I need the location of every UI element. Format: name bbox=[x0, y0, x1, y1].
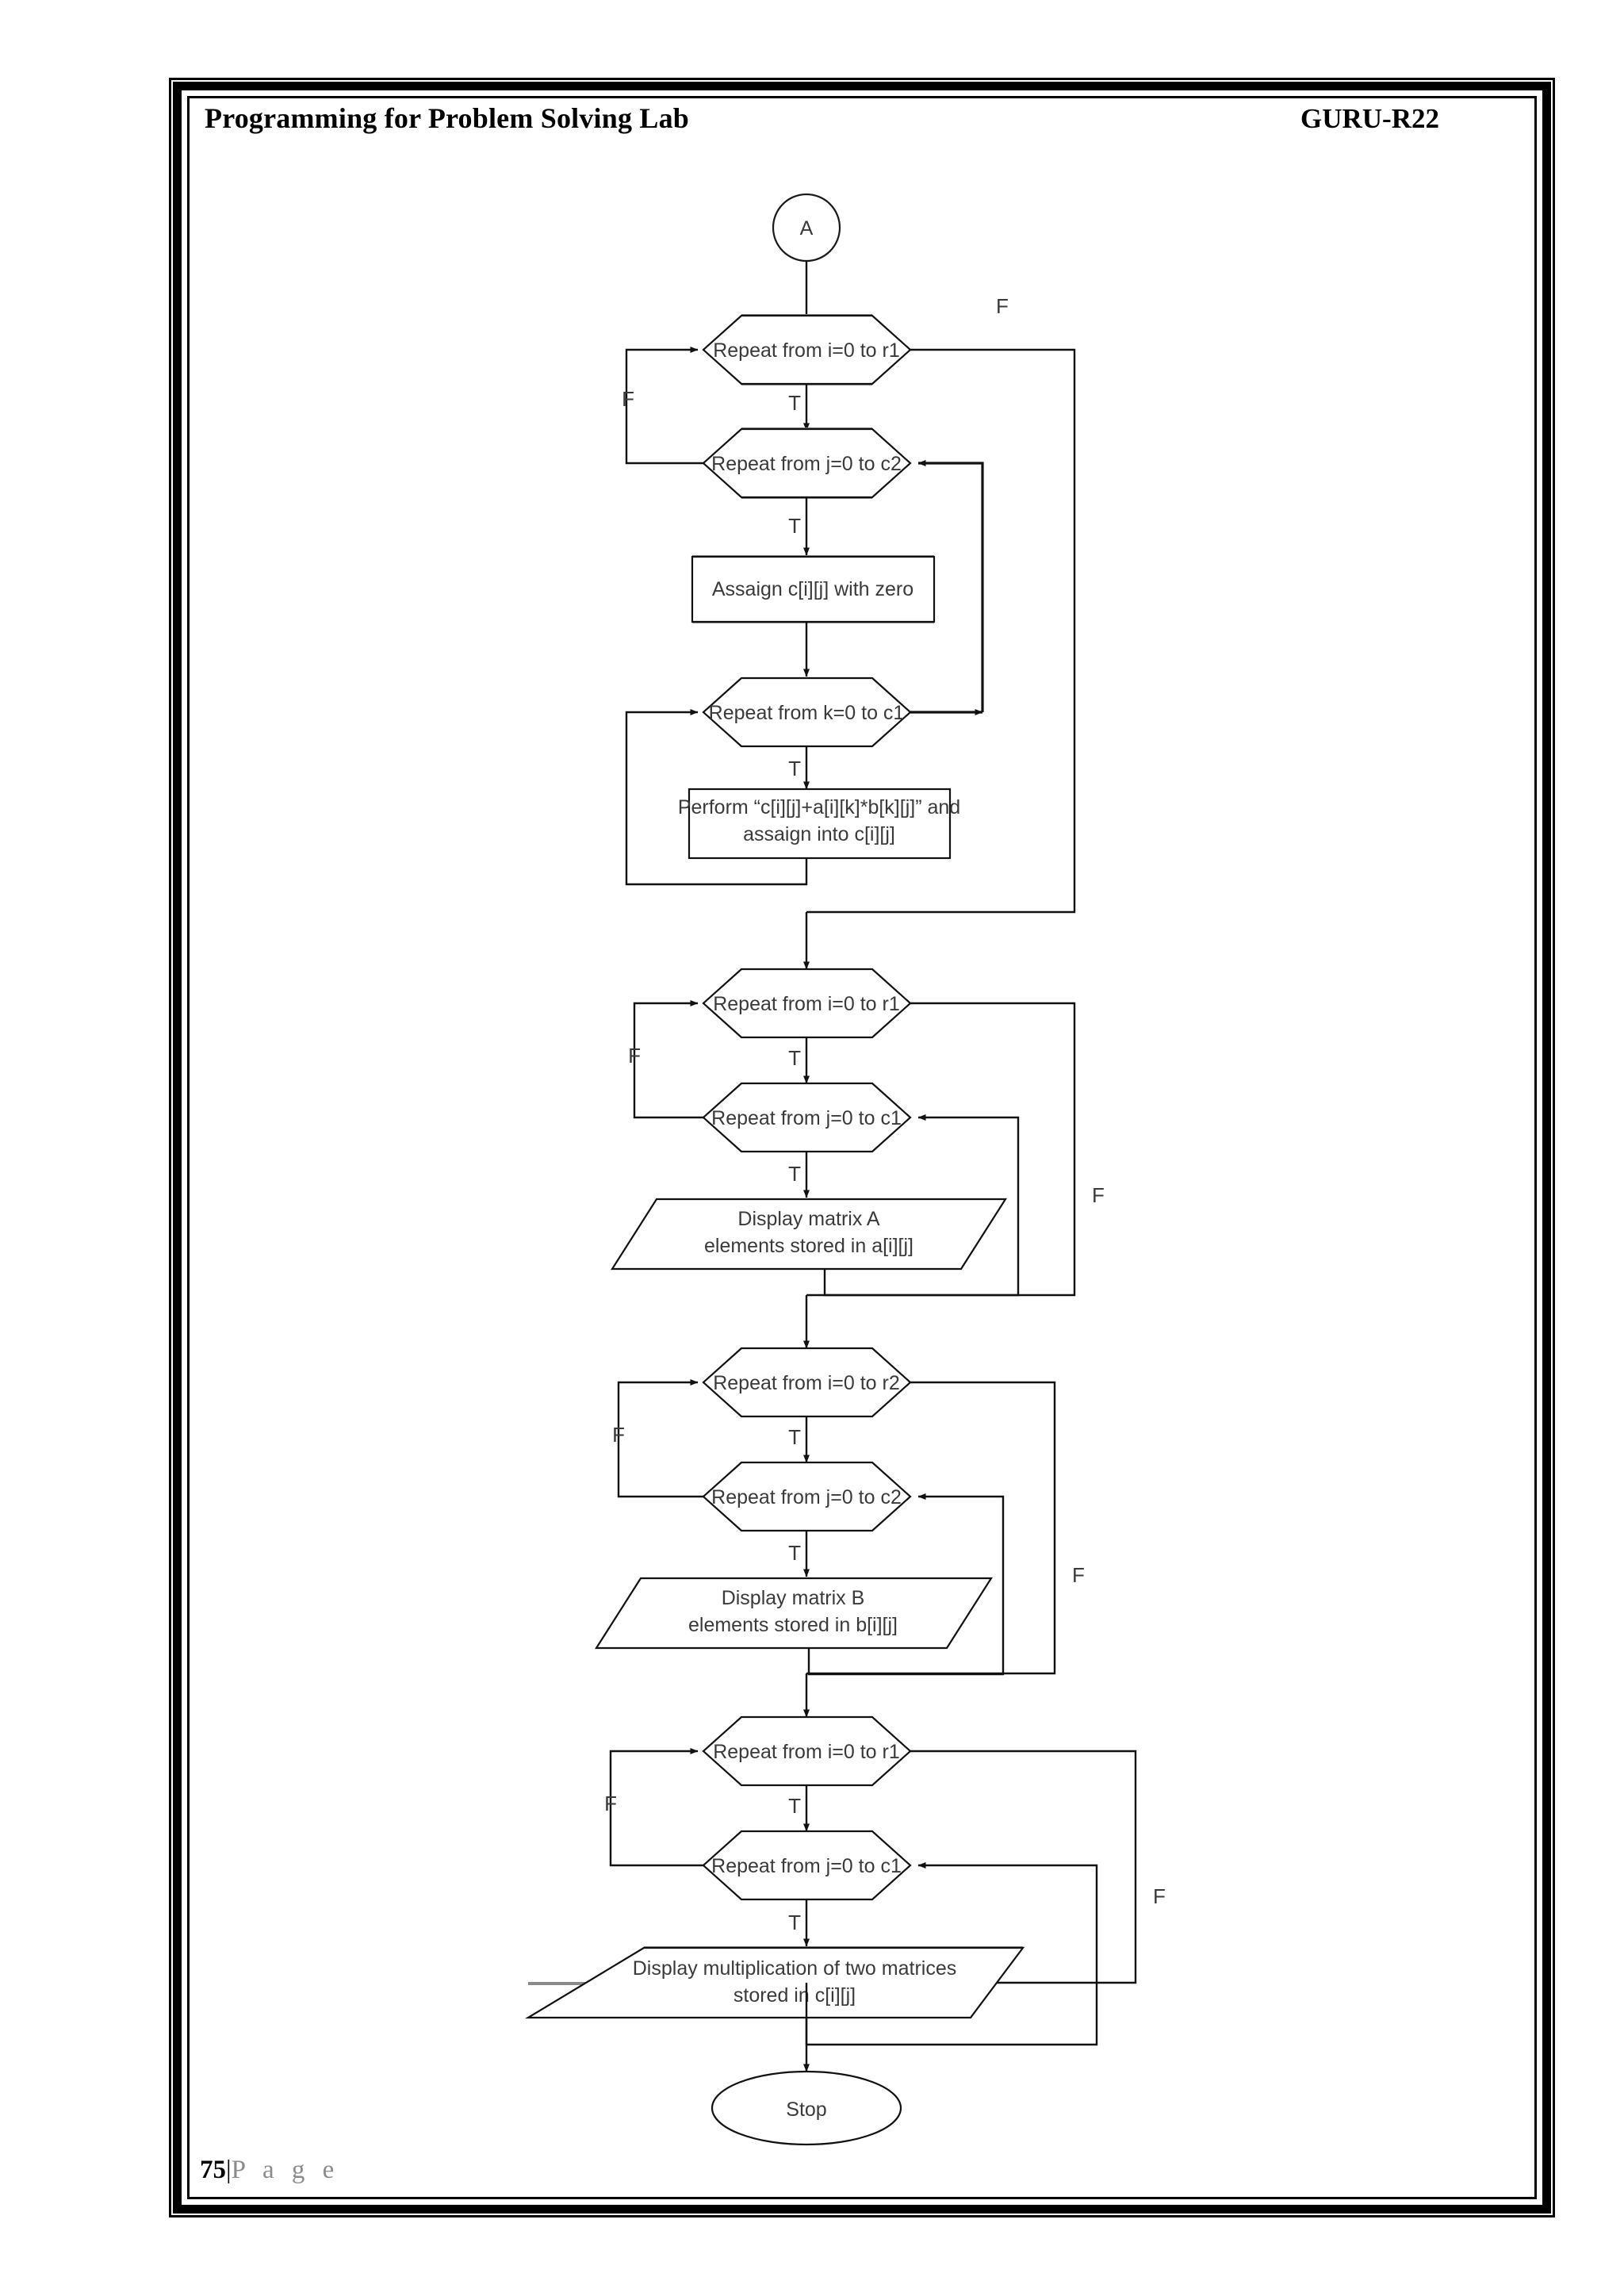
node-loop-i1 bbox=[702, 314, 912, 385]
edge-label-t5: T bbox=[788, 1162, 801, 1186]
edge-loop-j1-false bbox=[625, 347, 703, 465]
node-display-matrix-a-line1: Display matrix A bbox=[737, 1208, 880, 1230]
edge-label-f5: F bbox=[612, 1423, 625, 1447]
node-perform-mac bbox=[688, 788, 952, 860]
edge-perform-to-loop-k bbox=[625, 709, 808, 886]
node-loop-k-label: Repeat from k=0 to c1 bbox=[709, 702, 905, 724]
page-border-thick bbox=[173, 82, 1551, 2214]
node-terminator-stop-label: Stop bbox=[786, 2099, 826, 2121]
node-loop-j2-label: Repeat from j=0 to c1 bbox=[711, 1107, 902, 1129]
edge-label-t3: T bbox=[788, 757, 801, 780]
footer-separator: | bbox=[226, 2156, 232, 2184]
page-footer: 75|P a g e bbox=[200, 2156, 339, 2185]
node-display-matrix-a-line2: elements stored in a[i][j] bbox=[704, 1235, 914, 1257]
page-header-code: GURU-R22 bbox=[1300, 103, 1439, 134]
edge-label-t4: T bbox=[788, 1046, 801, 1070]
node-perform-mac-line1: Perform “c[i][j]+a[i][k]*b[k][j]” and bbox=[678, 796, 960, 818]
node-assign-zero-label: Assaign c[i][j] with zero bbox=[712, 578, 914, 600]
node-loop-i4 bbox=[702, 1715, 912, 1787]
node-display-matrix-a bbox=[610, 1198, 1008, 1271]
edge-label-f3: F bbox=[628, 1044, 641, 1068]
node-loop-i4-label: Repeat from i=0 to r1 bbox=[713, 1741, 900, 1763]
page-border-outer bbox=[169, 78, 1555, 2217]
edge-display-a-to-loop-j2 bbox=[823, 1114, 1020, 1297]
edge-loop-j3-false bbox=[617, 1379, 703, 1498]
edge-label-f2: F bbox=[622, 387, 634, 411]
node-loop-k bbox=[702, 677, 912, 748]
edge-label-f4: F bbox=[1092, 1183, 1105, 1207]
page-header-title: Programming for Problem Solving Lab bbox=[205, 102, 690, 134]
node-display-product-line2: stored in c[i][j] bbox=[733, 1984, 856, 2007]
node-display-product bbox=[525, 1946, 1025, 2019]
edge-label-f8: F bbox=[1153, 1884, 1166, 1908]
node-loop-j1-label: Repeat from j=0 to c2 bbox=[711, 453, 902, 475]
edge-display-b-to-loop-j3 bbox=[807, 1493, 1005, 1676]
edge-label-f6: F bbox=[1072, 1563, 1085, 1587]
node-loop-i3 bbox=[702, 1347, 912, 1418]
node-display-product-line1: Display multiplication of two matrices bbox=[633, 1957, 956, 1980]
node-terminator-stop bbox=[710, 2070, 902, 2146]
node-loop-j3-label: Repeat from j=0 to c2 bbox=[711, 1486, 902, 1508]
edge-label-t2: T bbox=[788, 514, 801, 538]
node-loop-i1-label: Repeat from i=0 to r1 bbox=[713, 339, 900, 362]
edge-label-t8: T bbox=[788, 1794, 801, 1818]
edge-label-t6: T bbox=[788, 1425, 801, 1449]
node-connector-a-label: A bbox=[800, 217, 814, 240]
node-display-matrix-b-line1: Display matrix B bbox=[722, 1587, 865, 1609]
node-perform-mac-line2: assaign into c[i][j] bbox=[743, 823, 895, 845]
edge-label-t9: T bbox=[788, 1911, 801, 1934]
edge-label-f1: F bbox=[996, 294, 1009, 318]
edge-label-f7: F bbox=[604, 1792, 617, 1815]
footer-page-number: 75 bbox=[200, 2156, 226, 2184]
node-loop-i2-label: Repeat from i=0 to r1 bbox=[713, 993, 900, 1015]
node-display-matrix-b-line2: elements stored in b[i][j] bbox=[688, 1614, 898, 1636]
edge-loop-i1-false bbox=[806, 348, 1076, 914]
node-loop-i2 bbox=[702, 968, 912, 1039]
footer-page-word: P a g e bbox=[231, 2156, 340, 2184]
page-border-inner bbox=[187, 96, 1537, 2199]
edge-loop-k-false-riser bbox=[917, 460, 984, 712]
node-assign-zero bbox=[691, 555, 936, 623]
node-display-matrix-b bbox=[594, 1577, 994, 1650]
edge-loop-j4-false bbox=[609, 1748, 703, 1867]
node-loop-j4-label: Repeat from j=0 to c1 bbox=[711, 1855, 902, 1877]
edge-loop-j2-false bbox=[633, 1000, 703, 1119]
edge-label-t7: T bbox=[788, 1541, 801, 1565]
edge-label-t1: T bbox=[788, 391, 801, 415]
node-loop-i3-label: Repeat from i=0 to r2 bbox=[713, 1372, 900, 1394]
